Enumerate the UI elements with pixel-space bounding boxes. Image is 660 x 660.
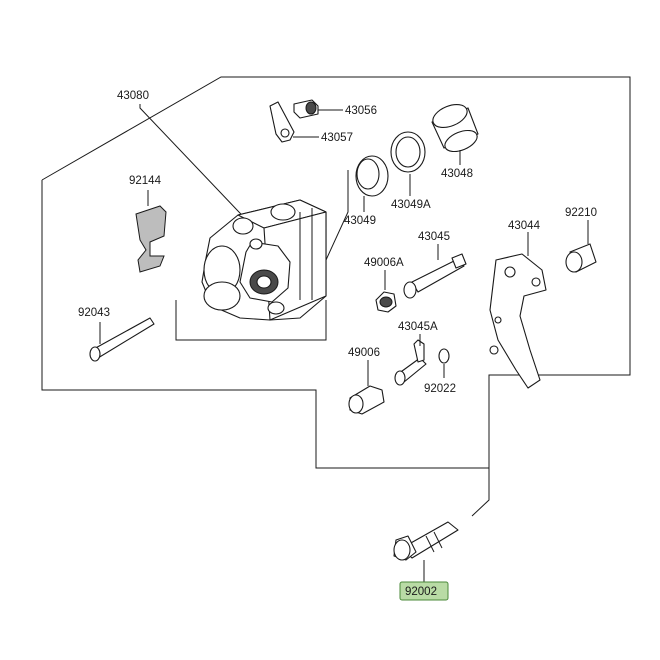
label-43045: 43045: [418, 231, 450, 243]
label-49006: 49006: [348, 347, 380, 359]
caliper-piston: [431, 103, 479, 165]
label-43045A: 43045A: [398, 321, 438, 333]
piston-seal: [355, 155, 389, 212]
collar-92210: [565, 220, 597, 273]
label-43080: 43080: [117, 90, 149, 102]
boot-49006A: [375, 270, 397, 313]
label-49006A: 49006A: [364, 257, 404, 269]
caliper-bracket: [489, 232, 547, 389]
label-43056: 43056: [345, 105, 377, 117]
label-43057: 43057: [321, 132, 353, 144]
pad-spring: [135, 190, 167, 273]
label-43049: 43049: [344, 215, 376, 227]
pin-43045A: [394, 334, 427, 386]
leader-43080: [139, 104, 259, 233]
mounting-bolt: [393, 521, 459, 582]
bleeder-cap: [269, 101, 319, 143]
label-92144: 92144: [129, 175, 162, 187]
label-92022: 92022: [424, 383, 456, 395]
leader-bolt-frame: [471, 420, 490, 517]
bleeder-valve: [293, 99, 343, 119]
label-92043: 92043: [78, 307, 110, 319]
leader-43049-group: [325, 170, 349, 261]
label-92002: 92002: [405, 586, 437, 598]
boot-49006: [348, 360, 385, 415]
circlip-92022: [438, 348, 450, 378]
label-92210: 92210: [565, 207, 597, 219]
leader-92043-group: [175, 300, 327, 341]
slide-pin-92043: [89, 317, 155, 362]
highlight-box-92002: [399, 581, 449, 601]
label-43049A: 43049A: [391, 199, 431, 211]
dust-seal: [390, 131, 426, 196]
caliper-body: [201, 199, 327, 321]
label-43048: 43048: [441, 168, 473, 180]
label-43044: 43044: [508, 220, 541, 232]
pin-43045: [403, 244, 467, 299]
